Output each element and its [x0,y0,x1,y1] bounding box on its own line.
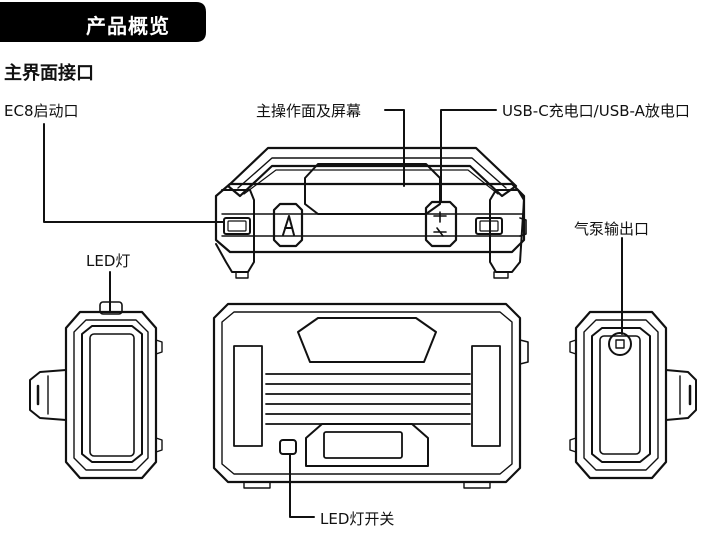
banner-title: 产品概览 [86,14,170,38]
leader-led-switch [289,454,315,518]
label-led-light: LED灯 [86,252,131,270]
left-side-view [29,301,163,480]
leader-main-panel [384,109,405,187]
leader-lines [43,109,623,518]
label-led-switch: LED灯开关 [320,510,395,528]
top-view [214,146,527,279]
section-title: 主界面接口 [4,63,94,84]
label-air-pump-outlet: 气泵输出口 [574,220,650,238]
label-main-panel: 主操作面及屏幕 [256,102,362,120]
section-banner: 产品概览 [0,2,206,42]
label-ec8-port: EC8启动口 [4,102,79,120]
leader-usb [440,109,497,203]
leader-ec8 [43,123,225,223]
label-usb-ports: USB-C充电口/USB-A放电口 [502,102,690,120]
right-side-view [569,310,697,480]
banner-shape [0,2,206,42]
front-view [212,302,529,489]
